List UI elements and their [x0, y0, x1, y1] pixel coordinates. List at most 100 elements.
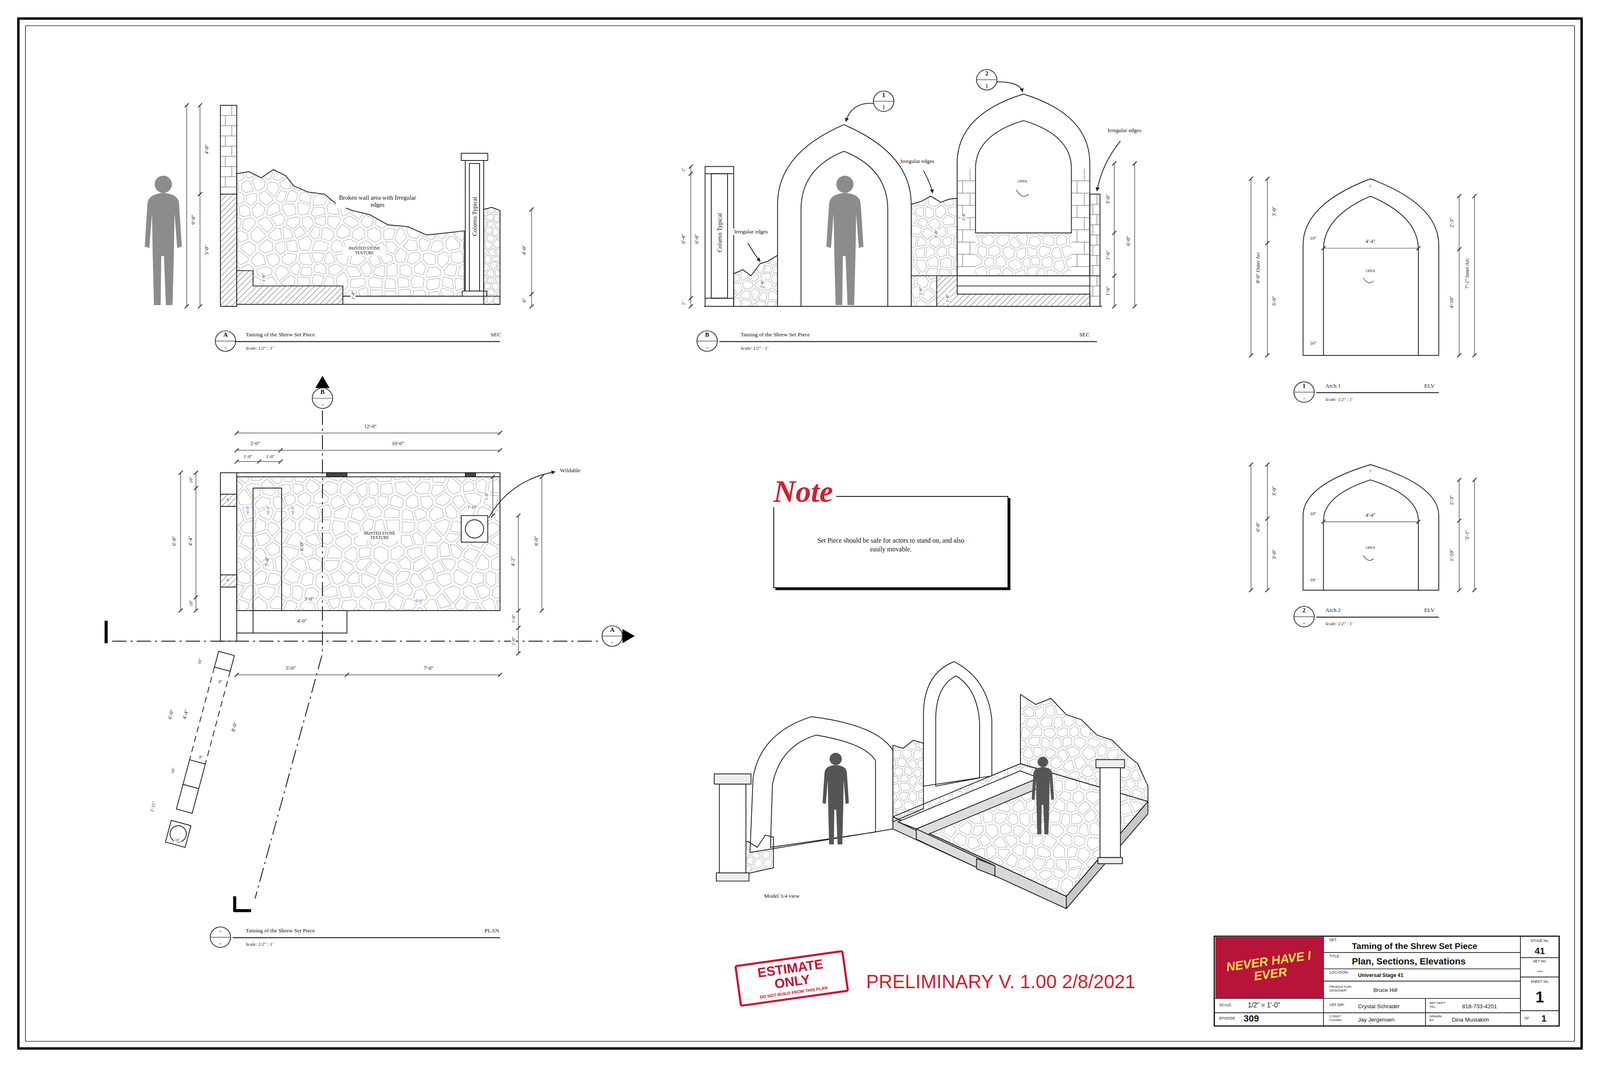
stone: [897, 757, 907, 767]
stone: [297, 202, 311, 215]
stone: [413, 261, 426, 275]
callout-circle: [697, 340, 718, 342]
dimension-label: 2'-3": [1449, 216, 1455, 229]
stone: [492, 227, 500, 237]
stone: [487, 221, 494, 227]
stone: [960, 891, 972, 904]
stone: [900, 854, 914, 869]
callout-circle: [697, 330, 718, 352]
stone: [398, 175, 412, 190]
brick-lines: [225, 115, 226, 126]
title-block: [1520, 1010, 1560, 1011]
plan-view: [488, 471, 555, 518]
stone: [1085, 790, 1096, 802]
dimension-lines: [1112, 161, 1117, 166]
dimension-lines: [1474, 196, 1475, 356]
stone: [337, 178, 351, 190]
stone: [1016, 889, 1027, 900]
callout-number: A: [222, 331, 229, 338]
dimension-lines: [1457, 247, 1462, 252]
stone: [768, 290, 779, 300]
stone: [959, 202, 969, 215]
stone: [775, 825, 783, 836]
stone: [420, 495, 433, 510]
stone: [928, 218, 941, 231]
stone: [307, 557, 322, 571]
stone: [465, 602, 478, 611]
section-a: [220, 194, 237, 307]
dimension-label: 4'-0": [296, 618, 308, 625]
stone: [1008, 733, 1017, 747]
stone: [1084, 706, 1093, 718]
brick-lines: [1090, 214, 1100, 215]
stone: [236, 507, 244, 526]
stone: [322, 480, 338, 496]
brick-lines: [969, 242, 970, 255]
stone: [947, 753, 958, 766]
dimension-label: 4'-2": [510, 555, 516, 568]
stone: [394, 227, 407, 245]
stone: [395, 481, 412, 496]
stone: [1072, 790, 1085, 804]
stone: [1025, 799, 1036, 812]
dimension-label: 8": [198, 755, 204, 760]
callout-circle: [210, 936, 231, 938]
dimension-lines: [193, 485, 198, 490]
stone: [913, 768, 922, 777]
stone: [917, 275, 929, 288]
stone: [324, 251, 336, 265]
dimension-label: 7'-0": [264, 555, 270, 568]
callout-circle: [1293, 381, 1315, 403]
stone: [912, 858, 923, 871]
plan-view: [220, 472, 237, 641]
stone: [317, 597, 331, 611]
callout-circle: [976, 79, 998, 80]
stone: [1053, 867, 1065, 879]
stone: [1083, 808, 1097, 823]
stone: [373, 265, 385, 277]
stone: [1130, 769, 1141, 782]
stone: [1110, 696, 1120, 708]
scale-note: Scale: 1/2" : 1': [740, 345, 770, 351]
stone: [450, 250, 464, 264]
stone: [1129, 681, 1141, 695]
stone: [993, 880, 1008, 895]
stone: [1070, 725, 1079, 737]
stone: [298, 235, 313, 251]
stone: [1077, 800, 1091, 815]
stone: [1056, 767, 1070, 779]
brick-lines: [1092, 245, 1093, 255]
title-block: [1214, 935, 1560, 1026]
stone: [904, 730, 913, 739]
stone: [299, 252, 313, 265]
dimension-lines: [540, 608, 545, 613]
plan-view: [104, 620, 108, 643]
stone: [935, 888, 947, 902]
stone: [946, 311, 958, 318]
stone: [360, 149, 375, 155]
stone: [1053, 716, 1063, 729]
stone: [314, 215, 326, 226]
stone: [499, 281, 508, 293]
stone: [240, 585, 257, 600]
dimension-lines: [1249, 353, 1254, 358]
stone: [1039, 870, 1053, 880]
brick-lines: [1084, 217, 1085, 230]
dimension-label: 6'-0": [167, 707, 176, 721]
stone: [447, 193, 459, 205]
stone: [1006, 852, 1018, 867]
stone: [431, 485, 445, 497]
stone: [1050, 755, 1062, 769]
scale-note: Scale: 1/2" : 1': [245, 941, 275, 947]
dimension-label: 3'-0": [933, 228, 939, 239]
stone: [960, 245, 969, 262]
dimension-label: 10": [170, 766, 177, 775]
section-b: [704, 305, 1103, 307]
brick-lines: [1092, 204, 1093, 215]
stone: [996, 234, 1010, 247]
stone: [940, 257, 952, 268]
stone: [411, 202, 424, 218]
stone: [491, 555, 500, 571]
stone: [286, 240, 298, 252]
stone: [1042, 684, 1056, 694]
